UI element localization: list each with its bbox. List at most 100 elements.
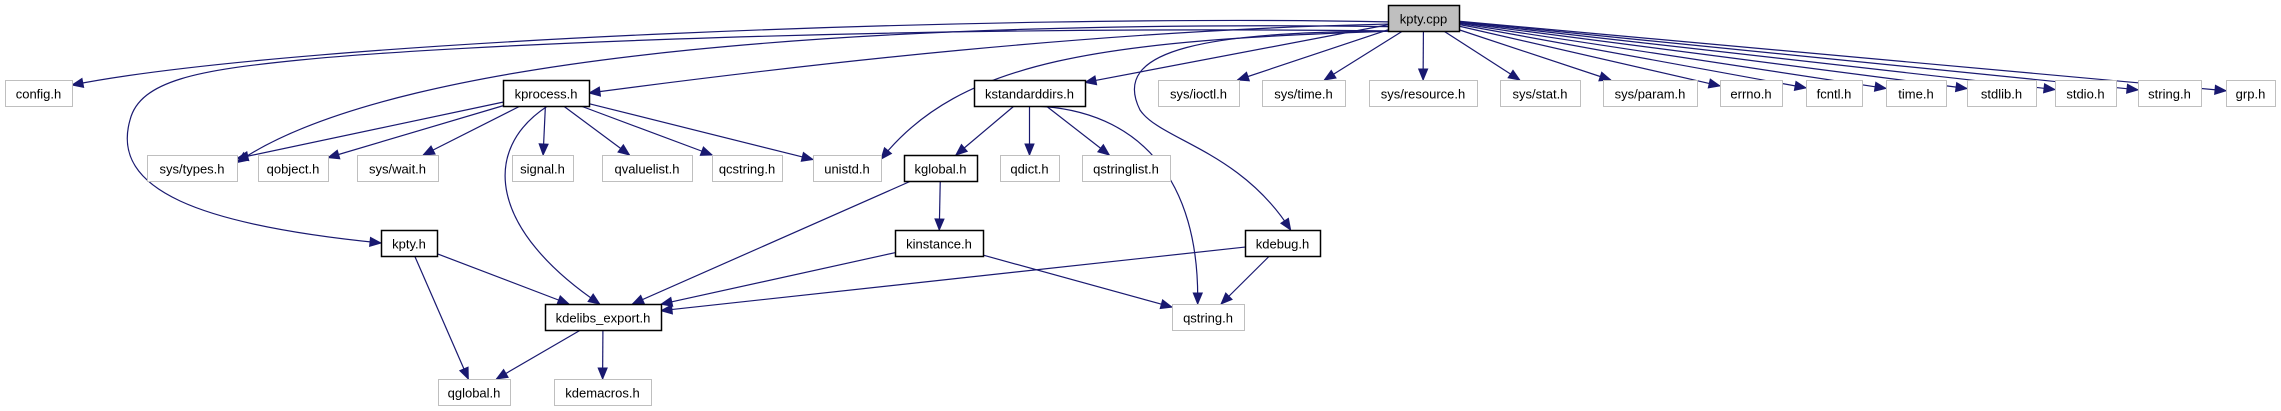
node-label: qstring.h bbox=[1183, 311, 1233, 326]
node-box bbox=[1369, 80, 1478, 107]
edge-line bbox=[1458, 23, 1807, 89]
edge-kprocess-h-to-kdelibs-export-h bbox=[504, 105, 601, 305]
edge-line bbox=[414, 255, 469, 380]
edge-line bbox=[71, 19, 1389, 86]
edge-line bbox=[1045, 105, 1110, 156]
edge-line bbox=[1458, 25, 1721, 87]
edge-kpty-cpp-to-sys-ioctl-h bbox=[1236, 29, 1389, 82]
edge-kprocess-h-to-unistd-h bbox=[588, 103, 815, 162]
node-box bbox=[894, 229, 985, 258]
node-box bbox=[1244, 229, 1322, 258]
edge-line bbox=[1034, 105, 1199, 305]
arrowhead-icon bbox=[369, 236, 383, 248]
arrowhead-icon bbox=[1507, 69, 1521, 81]
node-box bbox=[147, 155, 238, 182]
node-label: qcstring.h bbox=[719, 162, 775, 177]
node-box bbox=[258, 155, 329, 182]
edge-kprocess-h-to-qcstring-h bbox=[580, 105, 714, 156]
arrowhead-icon bbox=[617, 143, 631, 156]
edge-kinstance-h-to-qstring-h bbox=[982, 254, 1174, 310]
node-qstringlist-h: qstringlist.h bbox=[1082, 155, 1171, 182]
node-kstandarddirs-h[interactable]: kstandarddirs.h bbox=[973, 79, 1087, 108]
edge-line bbox=[588, 103, 814, 161]
edge-kstandarddirs-h-to-qstring-h bbox=[1034, 105, 1204, 306]
node-box bbox=[1172, 304, 1245, 331]
arrowhead-icon bbox=[1083, 75, 1098, 86]
node-label: sys/wait.h bbox=[369, 162, 426, 177]
arrowhead-icon bbox=[1954, 81, 1969, 93]
node-label: qobject.h bbox=[267, 162, 320, 177]
edge-line bbox=[1443, 30, 1521, 81]
node-label: kdemacros.h bbox=[565, 386, 639, 401]
node-kprocess-h[interactable]: kprocess.h bbox=[502, 79, 591, 108]
node-kglobal-h[interactable]: kglobal.h bbox=[903, 154, 979, 183]
node-box bbox=[502, 79, 591, 108]
arrowhead-icon bbox=[1220, 292, 1233, 305]
node-qvaluelist-h: qvaluelist.h bbox=[602, 155, 693, 182]
edge-line bbox=[563, 105, 630, 156]
edge-line bbox=[1084, 24, 1389, 84]
arrowhead-icon bbox=[587, 86, 602, 97]
node-kdebug-h[interactable]: kdebug.h bbox=[1244, 229, 1322, 258]
node-label: sys/resource.h bbox=[1381, 87, 1466, 102]
node-label: signal.h bbox=[520, 162, 565, 177]
arrowhead-icon bbox=[2214, 84, 2228, 95]
edge-kpty-cpp-to-stdlib-h bbox=[1458, 22, 1969, 93]
node-label: sys/ioctl.h bbox=[1170, 87, 1227, 102]
edge-line bbox=[496, 329, 581, 380]
node-errno-h: errno.h bbox=[1720, 80, 1783, 107]
arrowhead-icon bbox=[659, 296, 674, 307]
node-kdelibs-export-h[interactable]: kdelibs_export.h bbox=[544, 303, 663, 332]
node-stdlib-h: stdlib.h bbox=[1967, 80, 2037, 107]
edge-kpty-cpp-to-kstandarddirs-h bbox=[1083, 24, 1389, 86]
node-box bbox=[1603, 80, 1698, 107]
arrowhead-icon bbox=[422, 145, 436, 156]
arrowhead-icon bbox=[2042, 83, 2057, 94]
node-box bbox=[544, 303, 663, 332]
node-sys-ioctl-h: sys/ioctl.h bbox=[1158, 80, 1240, 107]
edge-kpty-cpp-to-fcntl-h bbox=[1458, 23, 1808, 91]
edge-kprocess-h-to-sys-types-h bbox=[235, 101, 504, 162]
node-box bbox=[1806, 80, 1863, 107]
edge-line bbox=[880, 30, 1399, 160]
node-kinstance-h[interactable]: kinstance.h bbox=[894, 229, 985, 258]
arrowhead-icon bbox=[235, 150, 250, 162]
node-kpty-cpp[interactable]: kpty.cpp bbox=[1387, 4, 1461, 33]
node-sys-param-h: sys/param.h bbox=[1603, 80, 1698, 107]
node-label: fcntl.h bbox=[1817, 87, 1852, 102]
node-box bbox=[1387, 4, 1461, 33]
edge-line bbox=[422, 105, 521, 156]
arrowhead-icon bbox=[326, 149, 341, 160]
node-label: unistd.h bbox=[824, 162, 870, 177]
arrowhead-icon bbox=[954, 143, 969, 156]
edge-line bbox=[1134, 30, 1420, 231]
node-label: qstringlist.h bbox=[1093, 162, 1159, 177]
edge-kpty-cpp-to-kdebug-h bbox=[1134, 30, 1420, 232]
edge-line bbox=[1458, 29, 1611, 81]
node-box bbox=[357, 155, 439, 182]
node-label: sys/stat.h bbox=[1513, 87, 1568, 102]
arrowhead-icon bbox=[1323, 69, 1337, 81]
edge-kdebug-h-to-qstring-h bbox=[1220, 255, 1270, 305]
node-label: errno.h bbox=[1730, 87, 1771, 102]
node-box bbox=[602, 155, 693, 182]
arrowhead-icon bbox=[1024, 143, 1035, 157]
node-label: qdict.h bbox=[1010, 162, 1048, 177]
node-label: qvaluelist.h bbox=[614, 162, 679, 177]
arrowhead-icon bbox=[800, 151, 815, 162]
node-label: string.h bbox=[2148, 87, 2191, 102]
node-kpty-h[interactable]: kpty.h bbox=[380, 229, 439, 258]
arrowhead-icon bbox=[880, 146, 893, 161]
edge-kpty-cpp-to-unistd-h bbox=[880, 30, 1399, 161]
node-fcntl-h: fcntl.h bbox=[1806, 80, 1863, 107]
edge-kpty-cpp-to-string-h bbox=[1458, 20, 2140, 94]
edge-kpty-cpp-to-kpty-h bbox=[126, 29, 1395, 248]
edge-kinstance-h-to-kdelibs-export-h bbox=[659, 252, 896, 307]
arrowhead-icon bbox=[1279, 217, 1292, 232]
edge-line bbox=[1458, 22, 1887, 90]
node-qglobal-h: qglobal.h bbox=[438, 379, 511, 406]
node-qstring-h: qstring.h bbox=[1172, 304, 1245, 331]
node-label: kdebug.h bbox=[1256, 237, 1310, 252]
arrowhead-icon bbox=[2126, 83, 2140, 94]
